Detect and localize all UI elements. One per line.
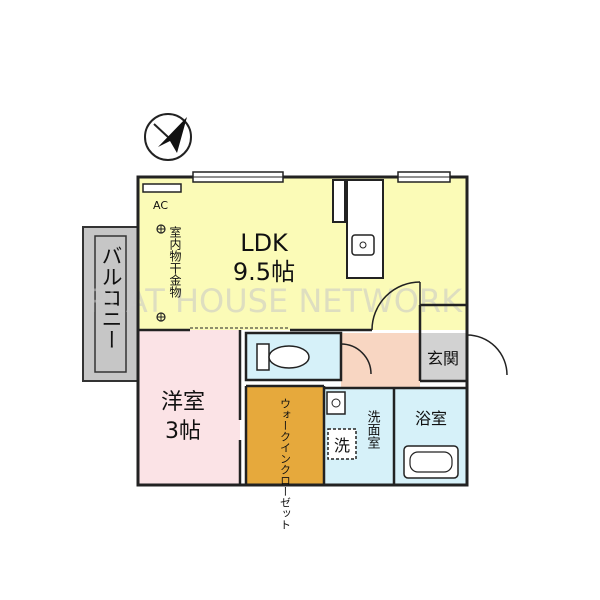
drying-rack-label: 室内物干金物 bbox=[168, 225, 182, 298]
washer-icon: 洗 bbox=[327, 428, 357, 460]
washer-label: 洗 bbox=[334, 436, 350, 455]
top-windows bbox=[192, 171, 451, 183]
bathtub-icon bbox=[403, 445, 459, 479]
bathroom-label: 浴室 bbox=[415, 409, 447, 428]
western-room-name: 洋室 bbox=[161, 390, 205, 415]
door-swings bbox=[340, 281, 508, 376]
drying-hook-icon bbox=[156, 224, 166, 234]
washroom-label: 洗面室 bbox=[365, 410, 381, 449]
walkin-label: ウォークインクローゼット bbox=[279, 398, 292, 530]
kitchen-counter bbox=[332, 179, 384, 279]
ldk-name: LDK bbox=[240, 229, 289, 257]
drying-rack: 室内物干金物 bbox=[156, 224, 182, 322]
walkin-closet bbox=[246, 386, 324, 485]
toilet-icon bbox=[256, 343, 310, 371]
western-room-size: 3帖 bbox=[165, 419, 201, 444]
western-room bbox=[138, 330, 240, 485]
ac-label: AC bbox=[153, 199, 168, 212]
entrance-label: 玄関 bbox=[427, 349, 459, 368]
compass-icon bbox=[144, 113, 192, 161]
ldk-size: 9.5帖 bbox=[233, 258, 295, 286]
balcony: バルコニー bbox=[82, 226, 139, 382]
entrance bbox=[420, 333, 467, 381]
sink-icon bbox=[326, 391, 346, 415]
drying-hook-icon bbox=[156, 312, 166, 322]
balcony-label: バルコニー bbox=[99, 245, 123, 350]
ac-unit: AC bbox=[142, 183, 182, 212]
ldk-room bbox=[138, 177, 467, 330]
watermark: PLAT HOUSE NETWORK bbox=[88, 282, 463, 320]
hall bbox=[341, 333, 420, 388]
outer-walls bbox=[136, 175, 469, 487]
